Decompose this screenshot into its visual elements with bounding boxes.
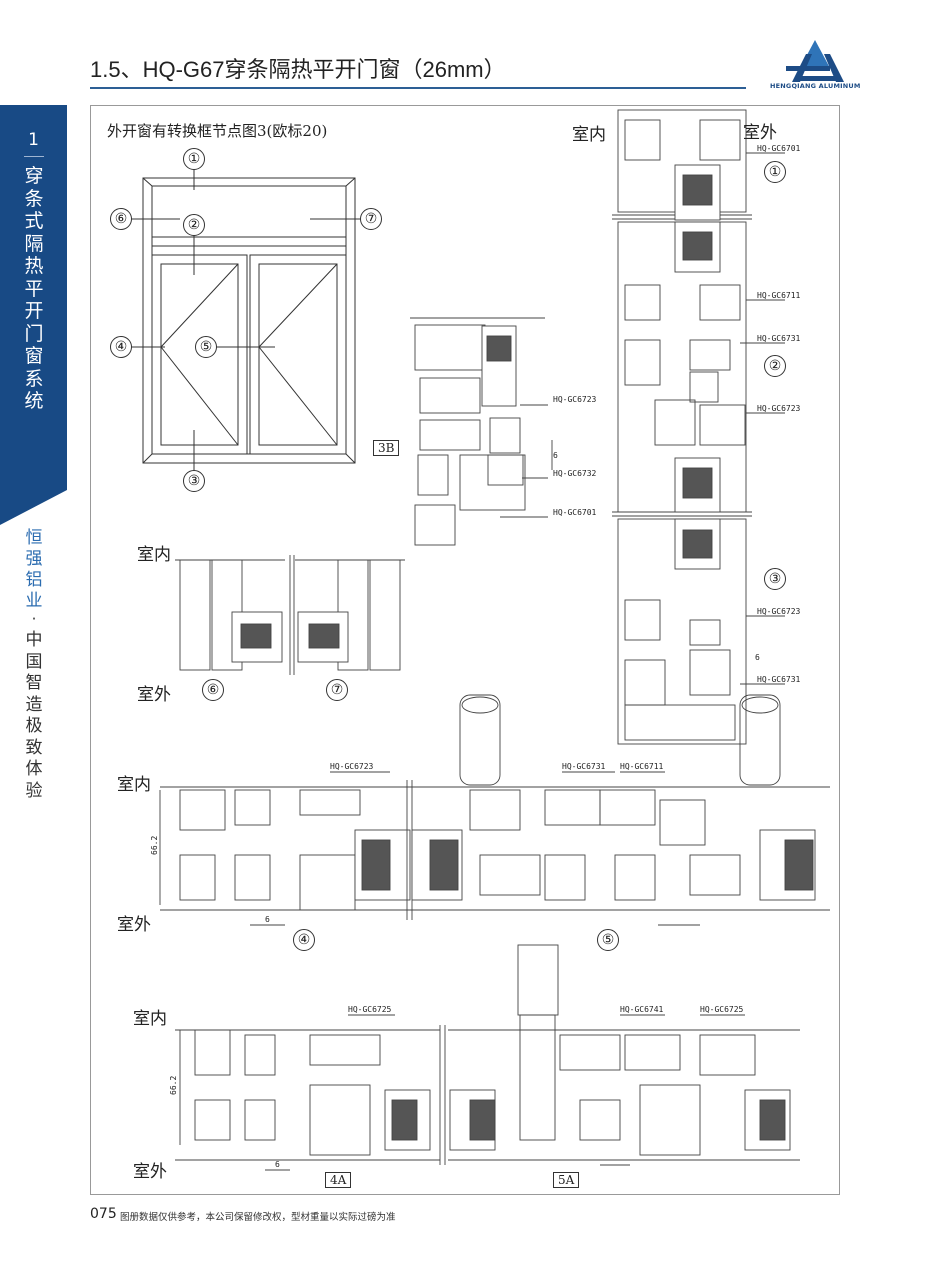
dimension: 6	[755, 653, 760, 662]
part-code: HQ-GC6701	[553, 508, 597, 517]
page-title: 1.5、HQ-G67穿条隔热平开门窗（26mm）	[90, 57, 506, 82]
section-marker-5: ⑤	[597, 929, 619, 951]
part-code: HQ-GC6723	[553, 395, 597, 404]
height-dimension: 66.2	[150, 836, 159, 855]
section-45-drawing	[159, 694, 830, 926]
marker-1: ①	[183, 148, 205, 170]
indoor-label: 室内	[572, 125, 606, 145]
drawing-frame	[90, 105, 840, 1195]
section-marker-1: ①	[764, 161, 786, 183]
page-number: 075	[90, 1206, 117, 1222]
gap-dimension: 6	[275, 1160, 280, 1169]
part-code: HQ-GC6741	[620, 1005, 664, 1014]
logo-text: HENGQIANG ALUMINUM	[770, 82, 861, 90]
chapter-rule	[24, 156, 44, 157]
chapter-title: 穿条式隔热平开门窗系统	[24, 165, 44, 412]
part-code: HQ-GC6711	[757, 291, 801, 300]
window-elevation	[131, 168, 361, 471]
marker-4: ④	[110, 336, 132, 358]
marker-7: ⑦	[360, 208, 382, 230]
indoor-label: 室内	[137, 545, 171, 565]
title-divider	[90, 87, 746, 89]
marker-5: ⑤	[195, 336, 217, 358]
detail-3b-drawing	[410, 317, 553, 546]
part-code: HQ-GC6723	[757, 607, 801, 616]
brand-name: 恒强铝业	[25, 528, 43, 611]
part-code: HQ-GC6725	[348, 1005, 392, 1014]
part-code: HQ-GC6723	[757, 404, 801, 413]
indoor-label: 室内	[117, 775, 151, 795]
indoor-label: 室内	[133, 1009, 167, 1029]
dimension: 6	[553, 451, 558, 460]
detail-tag-4a: 4A	[325, 1172, 352, 1188]
detail-marker-7: ⑦	[326, 679, 348, 701]
gap-dimension: 6	[265, 915, 270, 924]
part-code: HQ-GC6711	[620, 762, 664, 771]
section-marker-2: ②	[764, 355, 786, 377]
drawing-title: 外开窗有转换框节点图3(欧标20)	[107, 122, 328, 140]
section-4a5a-drawing	[175, 944, 800, 1171]
part-code: HQ-GC6731	[757, 675, 801, 684]
slogan: 中国智造 极致体验	[25, 630, 43, 801]
chapter-number: 1	[28, 130, 39, 150]
slogan-separator: ·	[31, 610, 37, 628]
outdoor-label: 室外	[133, 1162, 167, 1182]
section-marker-3: ③	[764, 568, 786, 590]
outdoor-label: 室外	[137, 685, 171, 705]
outdoor-label: 室外	[743, 123, 777, 143]
detail-marker-6: ⑥	[202, 679, 224, 701]
marker-2: ②	[183, 214, 205, 236]
marker-6: ⑥	[110, 208, 132, 230]
disclaimer: 图册数据仅供参考，本公司保留修改权，型材重量以实际过磅为准	[120, 1212, 396, 1223]
vertical-section-drawing	[612, 109, 785, 745]
part-code: HQ-GC6701	[757, 144, 801, 153]
part-code: HQ-GC6731	[562, 762, 606, 771]
hengqiang-logo-icon	[786, 40, 844, 82]
part-code: HQ-GC6731	[757, 334, 801, 343]
part-code: HQ-GC6732	[553, 469, 597, 478]
detail-67-drawing	[175, 555, 405, 675]
section-marker-4: ④	[293, 929, 315, 951]
height-dimension: 66.2	[169, 1076, 178, 1095]
chapter-sidebar	[0, 105, 67, 525]
detail-tag-5a: 5A	[553, 1172, 580, 1188]
part-code: HQ-GC6723	[330, 762, 374, 771]
outdoor-label: 室外	[117, 915, 151, 935]
marker-3: ③	[183, 470, 205, 492]
part-code: HQ-GC6725	[700, 1005, 744, 1014]
detail-tag-3b: 3B	[373, 440, 400, 456]
